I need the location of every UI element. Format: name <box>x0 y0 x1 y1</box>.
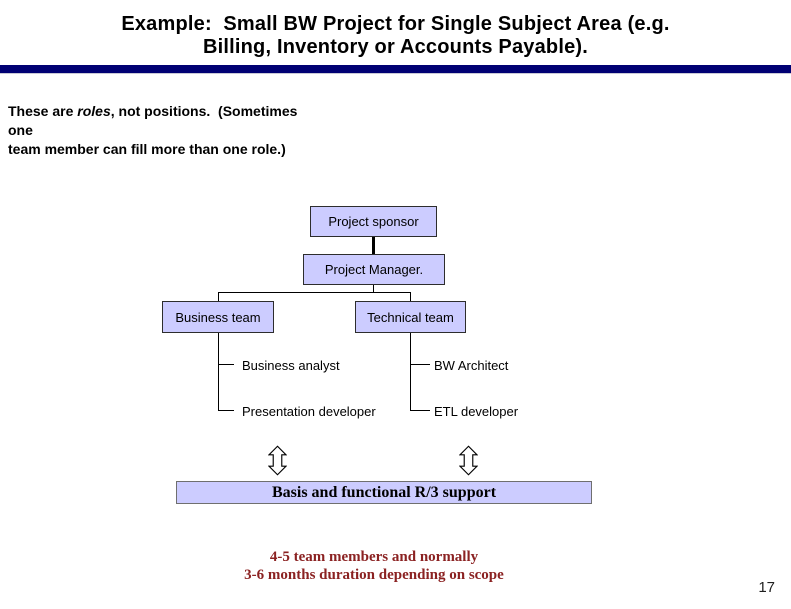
footer-note-line1: 4-5 team members and normally <box>269 549 479 565</box>
org-box-technical-team-label: Technical team <box>367 309 454 325</box>
role-etl-developer: ETL developer <box>434 404 519 419</box>
intro-line1-italic: roles <box>77 103 111 119</box>
footer-note-line2: 3-6 months duration depending on scope <box>244 567 504 583</box>
slide-title-line2: Billing, Inventory or Accounts Payable). <box>202 36 589 58</box>
footer-note: 4-5 team members and normally 3-6 months… <box>174 548 574 584</box>
org-box-project-manager-label: Project Manager. <box>324 262 424 277</box>
double-vertical-arrow-icon <box>459 445 478 476</box>
intro-line1-lead: These are <box>8 103 78 119</box>
intro-line2: one <box>8 122 33 138</box>
intro-line1: These are roles, not positions. (Sometim… <box>8 102 428 121</box>
slide-title-line1: Example: Small BW Project for Single Sub… <box>121 13 670 35</box>
connector-sponsor-manager <box>372 237 375 254</box>
role-presentation-developer: Presentation developer <box>242 404 376 419</box>
intro-line1-tail: , not positions. (Sometimes <box>110 103 298 119</box>
connector-technical-tick-1 <box>410 364 430 365</box>
intro-line3: team member can fill more than one role.… <box>8 141 286 157</box>
org-box-business-team: Business team <box>162 301 274 333</box>
role-business-analyst: Business analyst <box>242 358 340 373</box>
intro-text: These are roles, not positions. (Sometim… <box>8 102 428 159</box>
connector-business-rail <box>218 333 219 411</box>
connector-teams-horizontal <box>218 292 411 293</box>
double-vertical-arrow-icon <box>268 445 287 476</box>
org-box-project-sponsor: Project sponsor <box>310 206 437 237</box>
connector-business-tick-2 <box>218 410 234 411</box>
connector-technical-tick-2 <box>410 410 430 411</box>
slide-title: Example: Small BW Project for Single Sub… <box>10 13 781 59</box>
connector-business-tick-1 <box>218 364 234 365</box>
connector-drop-business <box>218 292 219 301</box>
support-box: Basis and functional R/3 support <box>176 481 592 504</box>
org-box-technical-team: Technical team <box>355 301 466 333</box>
support-box-label: Basis and functional R/3 support <box>271 483 497 501</box>
page-number: 17 <box>758 579 775 596</box>
org-box-project-manager: Project Manager. <box>303 254 445 285</box>
connector-manager-stub <box>373 285 374 293</box>
connector-drop-technical <box>410 292 411 301</box>
role-bw-architect: BW Architect <box>434 358 509 373</box>
org-box-project-sponsor-label: Project sponsor <box>328 214 419 229</box>
title-divider-bar <box>0 65 791 74</box>
org-box-business-team-label: Business team <box>175 309 261 325</box>
connector-technical-rail <box>410 333 411 411</box>
